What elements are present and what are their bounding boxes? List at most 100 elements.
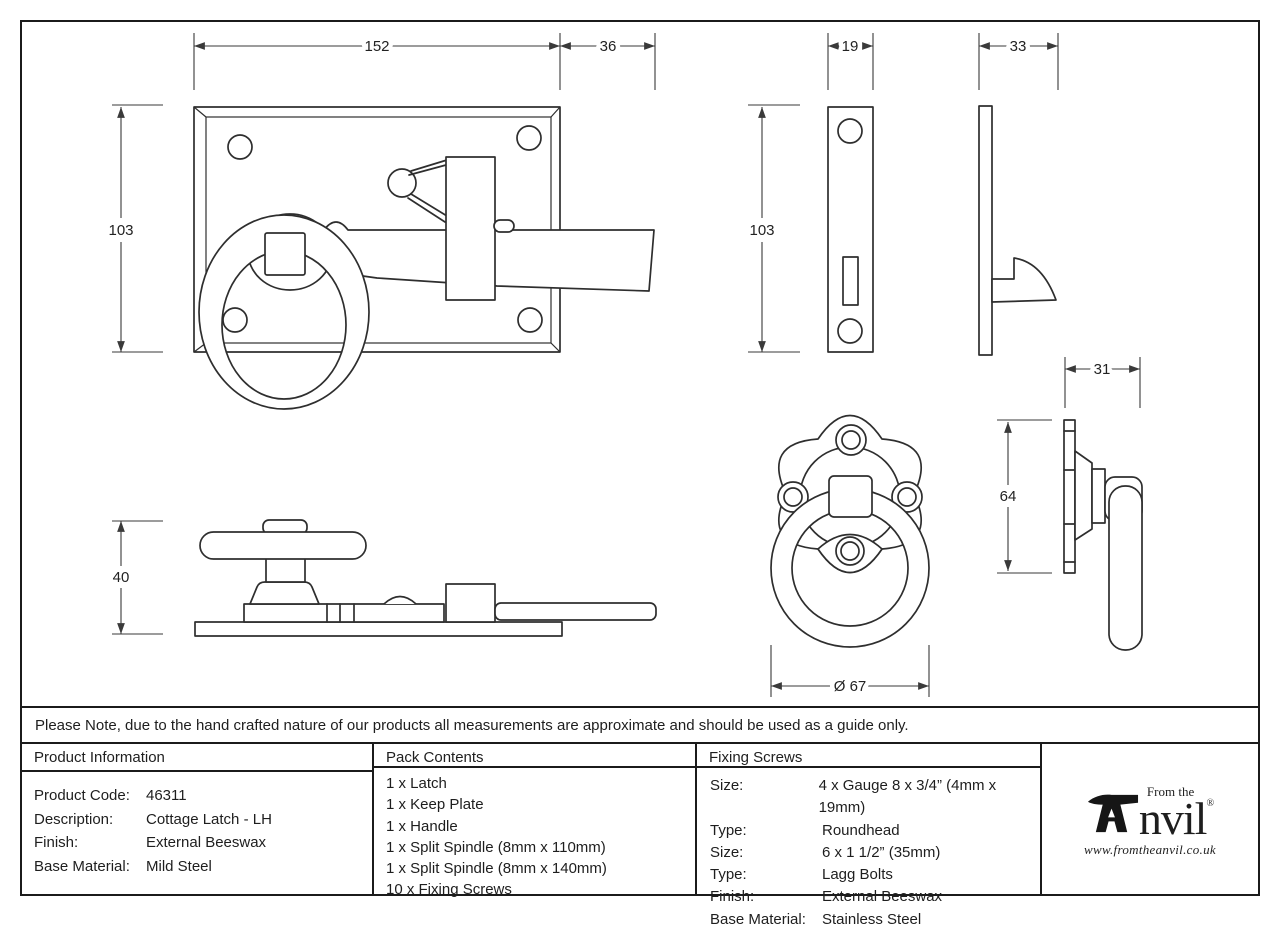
ring-edge [199,531,367,560]
boss-step [1091,468,1106,524]
spec-label: Size: [710,777,744,794]
spec-label: Description: [34,810,114,828]
handle-stem-edge [265,557,306,583]
logo-tagline: From the [1146,784,1195,799]
table-header: Fixing Screws [697,744,1040,768]
spec-row: Finish: External Beeswax [34,831,372,855]
logo-cell: From the nvil® www.fromtheanvil.co.uk [1042,744,1258,894]
latch-bar-edge [494,602,657,621]
measurement-note: Please Note, due to the hand crafted nat… [22,706,1258,742]
spec-value: Cottage Latch - LH [146,810,272,828]
dim-label-latch-height: 103 [108,222,133,239]
spec-label: Size: [710,843,744,861]
spec-label: Product Code: [34,787,130,804]
dim-label-latch-bar: 36 [600,38,617,55]
keeper-edge [445,583,496,623]
registered-mark: ® [1206,798,1215,809]
spec-label: Finish: [710,888,755,906]
table-header: Pack Contents [374,744,695,768]
spec-label: Type: [710,821,747,839]
spec-value: 46311 [146,787,187,804]
spec-row: Description: Cottage Latch - LH [34,808,372,832]
pack-item: 1 x Split Spindle (8mm x 110mm) [386,838,606,856]
spec-value: Lagg Bolts [822,866,893,884]
rosette-edge [1063,419,1076,574]
keep-plate-edge [978,105,993,356]
dim-label-ring-diameter: Ø 67 [834,678,867,695]
spec-row: Finish: External Beeswax [710,886,1040,908]
spindle-boss [264,232,306,276]
handle-side-view: 31 64 [990,357,1143,651]
dim-label-handle-depth: 31 [1094,361,1111,378]
dim-label-keep-height: 103 [749,222,774,239]
spec-value: 4 x Gauge 8 x 3/4” (4mm x 19mm) [818,777,997,817]
handle-collar-edge [249,581,320,605]
dim-label-keep-width: 19 [842,38,859,55]
product-information-table: Product Information Product Code: 46311 … [22,744,374,894]
ring-side [1108,485,1143,651]
screw-hole [517,307,543,333]
keep-plate-front-view: 19 103 [744,33,874,353]
table-header: Product Information [22,744,372,772]
pack-item: 1 x Latch [386,775,447,792]
pack-contents-table: Pack Contents 1 x Latch 1 x Keep Plate 1… [374,744,697,898]
keep-catch [991,257,1057,303]
pack-item: 10 x Fixing Screws [386,881,512,899]
spec-value: External Beeswax [822,888,943,906]
anvil-logo: From the nvil® www.fromtheanvil.co.uk [1084,780,1216,858]
dim-label-keep-depth: 33 [1010,38,1027,55]
technical-drawing: 152 36 103 [103,33,1143,700]
screw-hole [837,118,863,144]
latch-side-view: 40 [105,519,657,637]
handle-ring [770,488,930,648]
spec-row: Base Material: Mild Steel [34,855,372,879]
pivot-dome [383,595,417,605]
latch-spring [387,159,448,223]
latch-front-view: 152 36 103 [103,33,656,410]
spec-value: External Beeswax [146,834,267,851]
spindle-boss [828,475,873,518]
pack-item: 1 x Keep Plate [386,796,484,814]
handle-front-view: Ø 67 [770,414,930,700]
ring-handle [198,214,370,410]
spec-row: Product Code: 46311 [34,784,372,808]
spec-sheet-page: 152 36 103 [20,20,1260,928]
screw-hole [222,307,248,333]
spec-value: Stainless Steel [822,910,922,928]
spec-value: Mild Steel [146,857,212,875]
spec-row: Base Material: Stainless Steel [710,909,1040,931]
dim-label-latch-side-height: 40 [113,569,130,586]
dim-label-handle-height: 64 [1000,488,1017,505]
latch-plate-edge [194,621,563,637]
spec-label: Type: [710,866,747,884]
boss-taper [1074,450,1093,541]
spec-label: Base Material: [710,910,806,928]
logo-wordmark: nvil® [1138,793,1215,844]
logo-url: www.fromtheanvil.co.uk [1084,842,1216,857]
spindle-pin [493,219,515,233]
screw-hole [227,134,253,160]
fixing-screws-table: Fixing Screws Size: 4 x Gauge 8 x 3/4” (… [697,744,1042,928]
spec-value: Roundhead [822,821,900,839]
spec-row: Size: 4 x Gauge 8 x 3/4” (4mm x 19mm) [710,775,1040,820]
screw-hole [837,318,863,344]
dim-label-latch-width: 152 [364,38,389,55]
keep-plate [827,106,874,353]
spec-row: Type: Lagg Bolts [710,864,1040,886]
screw-hole [516,125,542,151]
title-block: Product Information Product Code: 46311 … [22,742,1258,928]
keep-slot [842,256,859,306]
spec-label: Base Material: [34,857,130,875]
spec-value: 6 x 1 1/2” (35mm) [822,843,941,861]
latch-keeper [445,156,496,301]
pack-item: 1 x Handle [386,817,458,835]
note-text: Please Note, due to the hand crafted nat… [35,716,909,734]
pack-item: 1 x Split Spindle (8mm x 140mm) [386,860,607,878]
spec-label: Finish: [34,834,79,851]
keep-plate-side-view: 33 [978,33,1059,356]
latch-mechanism-edge [243,603,445,623]
technical-drawing-area: 152 36 103 [22,22,1258,706]
spec-row: Size: 6 x 1 1/2” (35mm) [710,842,1040,864]
anvil-icon [1087,794,1138,833]
spec-row: Type: Roundhead [710,820,1040,842]
